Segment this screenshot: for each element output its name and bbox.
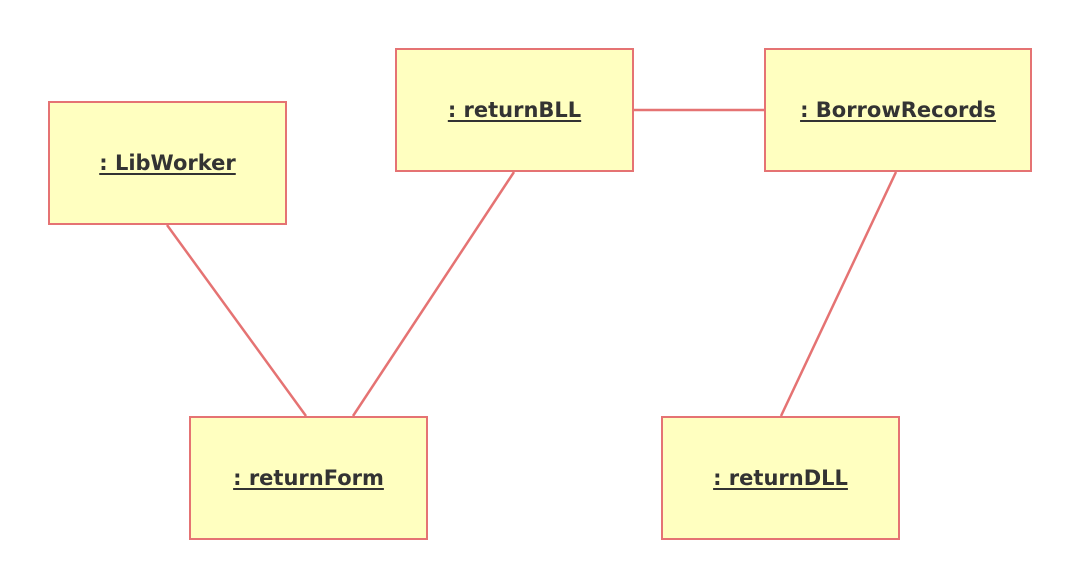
object-returndll[interactable]: : returnDLL <box>661 416 900 540</box>
link-libworker-returnform <box>165 224 308 417</box>
object-returndll-label: : returnDLL <box>713 466 848 490</box>
link-returnbll-returnform <box>351 171 516 417</box>
object-borrowrecords[interactable]: : BorrowRecords <box>764 48 1032 172</box>
object-returnbll[interactable]: : returnBLL <box>395 48 634 172</box>
object-borrowrecords-label: : BorrowRecords <box>800 98 996 122</box>
object-libworker[interactable]: : LibWorker <box>48 101 287 225</box>
object-returnform[interactable]: : returnForm <box>189 416 428 540</box>
object-returnform-label: : returnForm <box>233 466 384 490</box>
object-libworker-label: : LibWorker <box>99 151 236 175</box>
link-borrowrecords-returndll <box>779 171 898 417</box>
object-returnbll-label: : returnBLL <box>447 98 582 122</box>
